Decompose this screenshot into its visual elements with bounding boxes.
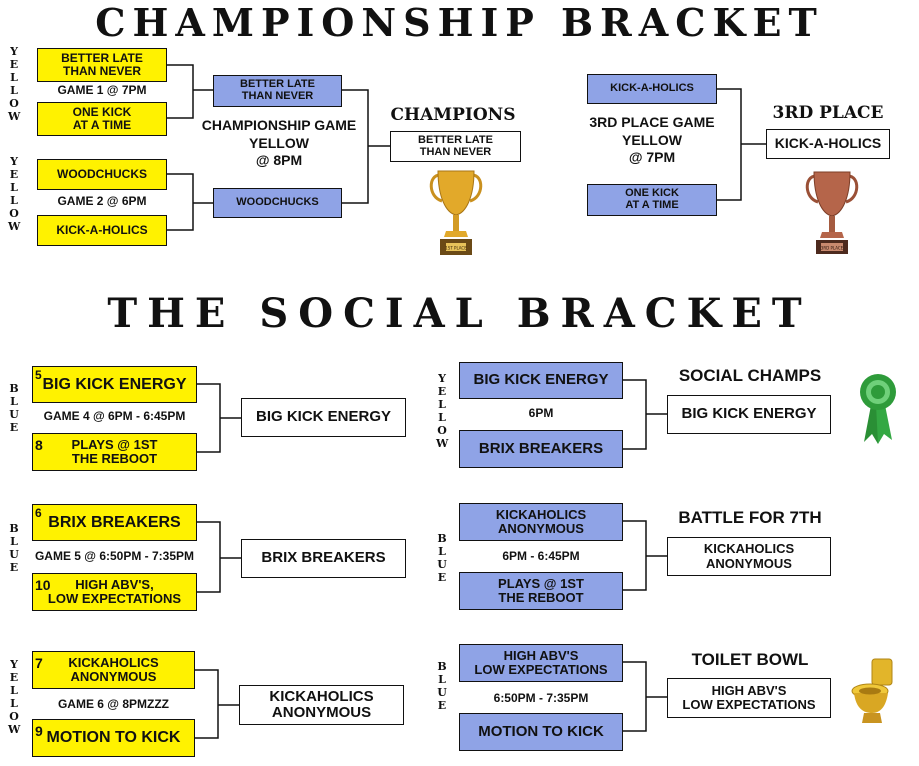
bracket-line (197, 521, 241, 593)
bracket-line (623, 661, 667, 732)
side-label-yellow: YELLOW (436, 372, 449, 450)
winner-slot: KICKAHOLICS ANONYMOUS (667, 537, 831, 576)
side-label-blue: BLUE (437, 532, 447, 584)
team-name: HIGH ABV'S, LOW EXPECTATIONS (47, 576, 182, 606)
bracket-line (623, 520, 667, 591)
social-bracket-title: THE SOCIAL BRACKET (107, 290, 812, 337)
winner-slot: KICKAHOLICS ANONYMOUS (239, 685, 404, 725)
seed-number: 10 (35, 577, 51, 593)
seed-number: 8 (35, 437, 43, 453)
bracket-line (623, 379, 667, 450)
trophy-plate-text: 1ST PLACE (445, 246, 467, 251)
side-label-yellow: YELLOW (8, 45, 21, 123)
team-slot: WOODCHUCKS (213, 188, 342, 218)
seed-number: 5 (35, 368, 42, 382)
bracket-line (167, 64, 213, 119)
game-time-label: GAME 1 @ 7PM (57, 83, 147, 97)
team-slot: BRIX BREAKERS (459, 430, 623, 468)
team-slot: MOTION TO KICK (459, 713, 623, 751)
bracket-line (197, 383, 241, 453)
game-time-label: GAME 5 @ 6:50PM - 7:35PM (34, 549, 195, 563)
bracket-line (195, 669, 239, 739)
seed-number: 7 (35, 655, 43, 671)
bronze-trophy-icon: 3RD PLACE (802, 168, 862, 260)
gold-trophy-icon: 1ST PLACE (426, 167, 486, 262)
team-slot: ONE KICK AT A TIME (587, 184, 717, 216)
winner-slot: BIG KICK ENERGY (667, 395, 831, 434)
team-slot: BETTER LATE THAN NEVER (213, 75, 342, 107)
third-place-heading: 3RD PLACE (772, 103, 884, 123)
game-time-label: 6PM (528, 406, 554, 420)
third-place-game-label: 3RD PLACE GAME YELLOW @ 7PM (589, 114, 715, 165)
team-slot: KICKAHOLICS ANONYMOUS (459, 503, 623, 541)
winner-slot: BRIX BREAKERS (241, 539, 406, 578)
game-time-label: GAME 6 @ 8PMZZZ (57, 697, 170, 711)
team-slot: 6 BRIX BREAKERS (32, 504, 197, 541)
team-slot: KICK-A-HOLICS (37, 215, 167, 246)
side-label-yellow: YELLOW (8, 658, 21, 736)
championship-game-label: CHAMPIONSHIP GAME YELLOW @ 8PM (201, 117, 357, 168)
side-label-blue: BLUE (9, 522, 19, 574)
game-time-label: 6PM - 6:45PM (502, 549, 580, 563)
bracket-line (342, 89, 390, 204)
team-slot: BIG KICK ENERGY (459, 362, 623, 399)
social-champs-heading: SOCIAL CHAMPS (678, 366, 822, 385)
team-slot: KICK-A-HOLICS (587, 74, 717, 104)
seed-number: 9 (35, 723, 43, 739)
team-slot: 7 KICKAHOLICS ANONYMOUS (32, 651, 195, 689)
game-time-label: GAME 4 @ 6PM - 6:45PM (43, 409, 186, 423)
champions-heading: CHAMPIONS (390, 105, 516, 125)
battle-for-7th-heading: BATTLE FOR 7TH (678, 508, 822, 527)
toilet-bowl-heading: TOILET BOWL (691, 650, 809, 669)
championship-bracket-title: CHAMPIONSHIP BRACKET (95, 0, 824, 45)
side-label-yellow: YELLOW (8, 155, 21, 233)
team-name: KICKAHOLICS ANONYMOUS (68, 654, 159, 684)
team-slot: 9 MOTION TO KICK (32, 719, 195, 757)
team-slot: PLAYS @ 1ST THE REBOOT (459, 572, 623, 610)
team-slot: BETTER LATE THAN NEVER (37, 48, 167, 82)
gold-toilet-icon (850, 655, 898, 727)
third-place-slot: KICK-A-HOLICS (766, 129, 890, 159)
side-label-blue: BLUE (437, 660, 447, 712)
team-name: MOTION TO KICK (46, 729, 181, 747)
winner-slot: BIG KICK ENERGY (241, 398, 406, 437)
team-slot: 8 PLAYS @ 1ST THE REBOOT (32, 433, 197, 471)
team-slot: HIGH ABV'S LOW EXPECTATIONS (459, 644, 623, 682)
green-ribbon-icon (856, 372, 900, 446)
team-slot: ONE KICK AT A TIME (37, 102, 167, 136)
team-name: BIG KICK ENERGY (42, 375, 187, 393)
bracket-line (167, 173, 213, 231)
winner-slot: HIGH ABV'S LOW EXPECTATIONS (667, 678, 831, 718)
game-time-label: GAME 2 @ 6PM (57, 194, 147, 208)
side-label-blue: BLUE (9, 382, 19, 434)
trophy-plate-text: 3RD PLACE (821, 246, 844, 251)
team-slot: WOODCHUCKS (37, 159, 167, 190)
team-slot: 5 BIG KICK ENERGY (32, 366, 197, 403)
team-slot: 10 HIGH ABV'S, LOW EXPECTATIONS (32, 573, 197, 611)
champion-slot: BETTER LATE THAN NEVER (390, 131, 521, 162)
game-time-label: 6:50PM - 7:35PM (493, 691, 589, 705)
team-name: BRIX BREAKERS (48, 513, 181, 531)
team-name: PLAYS @ 1ST THE REBOOT (71, 436, 158, 466)
bracket-line (717, 88, 766, 201)
seed-number: 6 (35, 506, 42, 520)
